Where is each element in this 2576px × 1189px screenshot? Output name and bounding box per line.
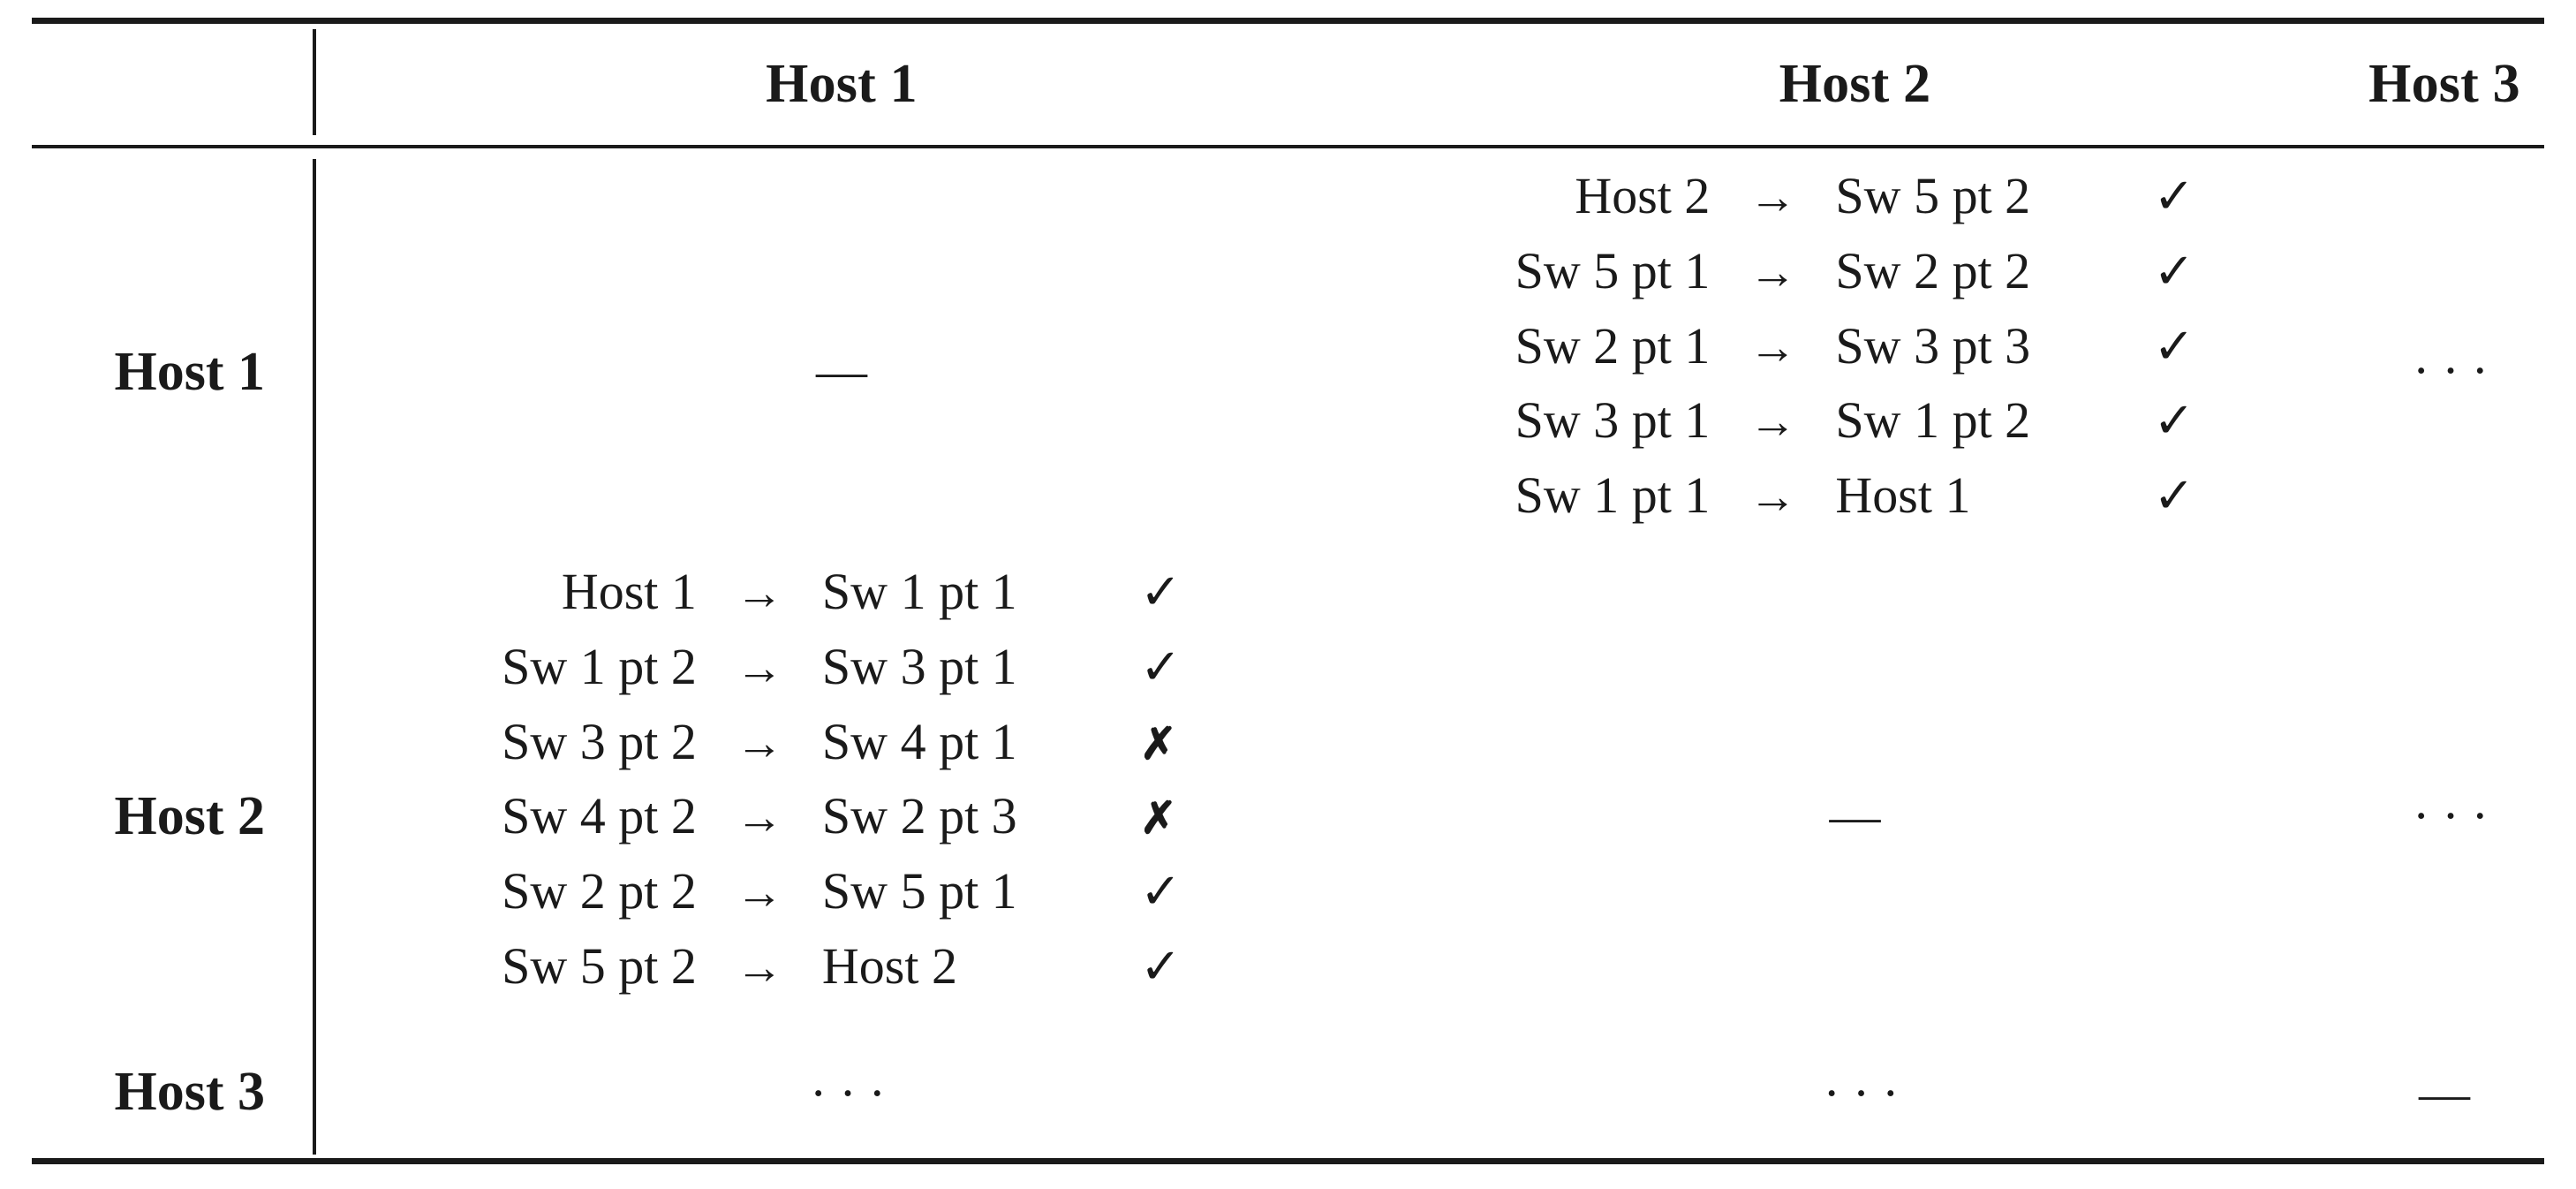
cell-host1-host2: Host 2 → Sw 5 pt 2 ✓ Sw 5 pt 1 → Sw 2 pt 2 ✓ Sw … <box>1367 159 2343 534</box>
check-icon: ✓ <box>1139 565 1182 620</box>
path-step-destination: Sw 1 pt 1 <box>821 563 1017 620</box>
cell-host3-host2: ··· <box>1823 1064 1912 1122</box>
path-step-source: Sw 2 pt 1 <box>1515 316 1711 375</box>
path-step-source: Sw 2 pt 2 <box>502 861 697 920</box>
path-step-source: Sw 1 pt 1 <box>1515 466 1711 524</box>
arrow-right-icon: → <box>735 940 783 994</box>
cell-host1-host3: ··· <box>2413 342 2501 399</box>
path-step-source: Host 2 <box>1575 167 1711 224</box>
check-icon: ✓ <box>2153 244 2195 299</box>
path-step-destination: Sw 3 pt 1 <box>821 637 1017 695</box>
arrow-right-icon: → <box>1749 395 1797 449</box>
check-icon: ✓ <box>2153 319 2195 375</box>
path-step-destination: Sw 1 pt 2 <box>1835 391 2031 450</box>
check-icon: ✓ <box>2153 394 2195 450</box>
column-header-host-3: Host 3 <box>2368 54 2520 114</box>
header-vertical-rule <box>313 29 316 135</box>
path-step-destination: Sw 3 pt 3 <box>1835 316 2031 375</box>
path-step-source: Sw 5 pt 1 <box>1515 241 1711 299</box>
cell-host1-host1: — <box>816 342 867 399</box>
body-vertical-rule <box>313 159 316 1155</box>
check-icon: ✓ <box>1139 939 1182 995</box>
path-step-source: Sw 4 pt 2 <box>502 787 697 845</box>
arrow-right-icon: → <box>1749 470 1797 523</box>
path-step-destination: Sw 2 pt 3 <box>821 787 1017 845</box>
check-icon: ✓ <box>2153 170 2195 224</box>
path-step-destination: Host 1 <box>1835 466 1971 524</box>
check-icon: ✓ <box>2153 469 2195 524</box>
table-top-rule <box>32 18 2544 24</box>
arrow-right-icon: → <box>1749 170 1797 223</box>
path-list: Host 1 → Sw 1 pt 1 ✓ Sw 1 pt 2 → Sw 3 pt 1 ✓ Sw … <box>316 555 1367 1003</box>
arrow-right-icon: → <box>1749 320 1797 374</box>
path-step-destination: Host 2 <box>821 936 957 995</box>
cell-host2-host3: ··· <box>2413 787 2501 844</box>
table-bottom-rule <box>32 1158 2544 1164</box>
cell-host2-host1: Host 1 → Sw 1 pt 1 ✓ Sw 1 pt 2 → Sw 3 pt 1 ✓ Sw … <box>316 555 1367 1003</box>
arrow-right-icon: → <box>735 791 783 844</box>
table-header-row: Host 1 Host 2 Host 3 <box>0 24 2576 145</box>
cross-icon: ✗ <box>1139 718 1177 769</box>
path-step-destination: Sw 5 pt 2 <box>1835 167 2031 224</box>
table-header-rule <box>32 145 2544 148</box>
cell-host3-host3: — <box>2419 1064 2470 1122</box>
path-step-source: Sw 1 pt 2 <box>502 637 697 695</box>
path-step-source: Sw 3 pt 1 <box>1515 391 1711 450</box>
column-header-host-2: Host 2 <box>1779 54 1931 114</box>
row-header-host-1: Host 1 <box>114 342 266 402</box>
path-step-destination: Sw 5 pt 1 <box>821 861 1017 920</box>
path-step-source: Sw 5 pt 2 <box>502 936 697 995</box>
path-step-destination: Sw 4 pt 1 <box>821 712 1017 770</box>
check-icon: ✓ <box>1139 864 1182 920</box>
arrow-right-icon: → <box>735 716 783 769</box>
path-step-destination: Sw 2 pt 2 <box>1835 241 2031 299</box>
path-step-source: Sw 3 pt 2 <box>502 712 697 770</box>
cell-host3-host1: ··· <box>810 1064 898 1122</box>
check-icon: ✓ <box>1139 640 1182 695</box>
arrow-right-icon: → <box>735 640 783 694</box>
arrow-right-icon: → <box>1749 245 1797 299</box>
path-step-source: Host 1 <box>561 563 697 620</box>
arrow-right-icon: → <box>735 865 783 919</box>
column-header-host-1: Host 1 <box>766 54 918 114</box>
arrow-right-icon: → <box>735 566 783 619</box>
path-list: Host 2 → Sw 5 pt 2 ✓ Sw 5 pt 1 → Sw 2 pt 2 ✓ Sw … <box>1367 159 2343 534</box>
row-header-host-3: Host 3 <box>114 1062 266 1122</box>
cell-host2-host2: — <box>1829 787 1881 844</box>
cross-icon: ✗ <box>1139 793 1177 844</box>
row-header-host-2: Host 2 <box>114 786 266 846</box>
